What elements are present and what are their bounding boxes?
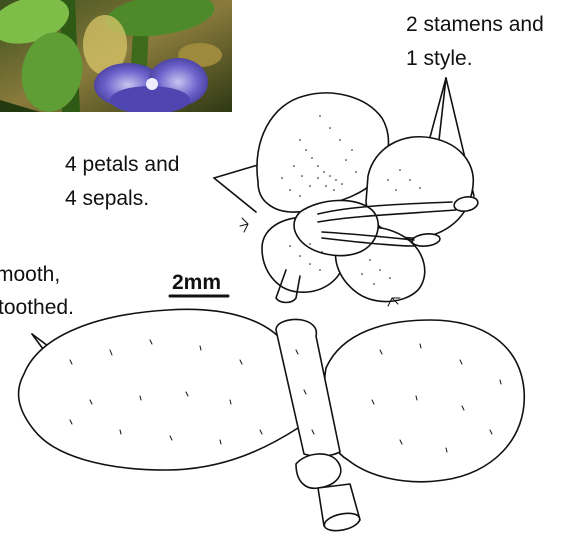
- flower-drawing: [240, 93, 479, 306]
- leaf-drawing: [19, 309, 525, 533]
